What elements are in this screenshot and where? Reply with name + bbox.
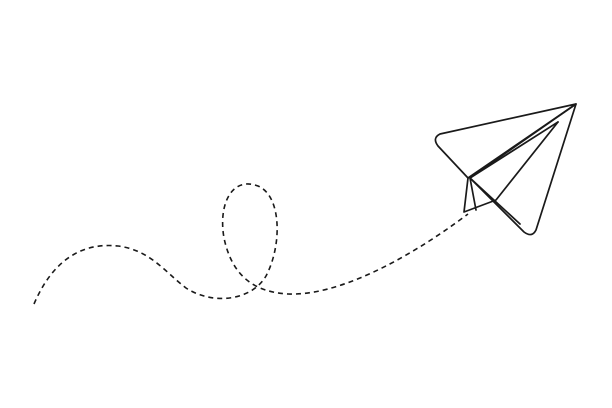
- plane-top-wing: [434, 103, 577, 179]
- paper-plane-icon: [434, 103, 577, 236]
- plane-keel: [463, 121, 559, 213]
- dashed-trail: [33, 183, 469, 305]
- plane-keel-inner: [469, 177, 477, 211]
- plane-bottom-wing: [469, 103, 577, 236]
